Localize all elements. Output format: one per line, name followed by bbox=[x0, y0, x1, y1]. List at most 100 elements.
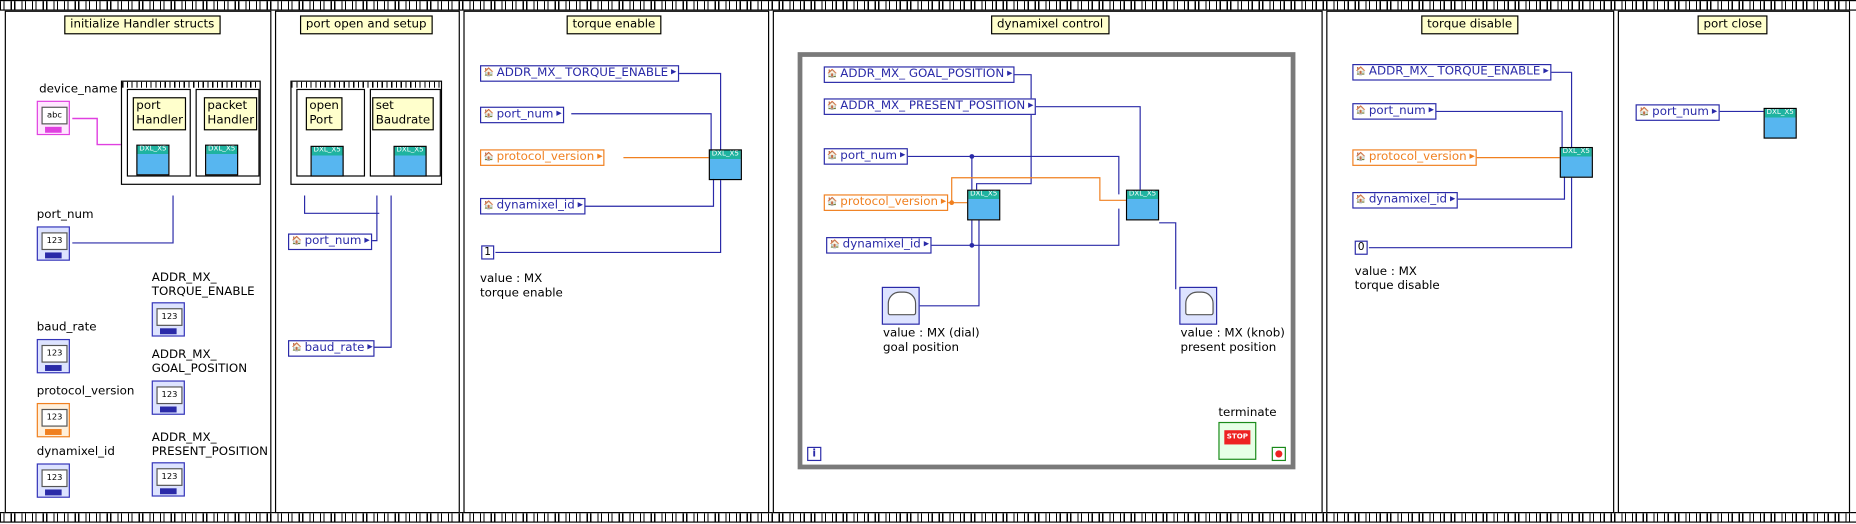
vi-write2b[interactable]: DXL_X5 bbox=[967, 189, 1001, 221]
label-dynamixel-id: dynamixel_id bbox=[36, 445, 115, 459]
vi-open-port-top: DXL_X5 bbox=[313, 145, 341, 155]
control-baud-rate[interactable]: 123 bbox=[36, 338, 70, 374]
label-addr-present: ADDR_MX_ PRESENT_POSITION bbox=[151, 431, 269, 459]
control-addr-goal[interactable]: 123 bbox=[151, 380, 185, 415]
stop-text: STOP bbox=[1224, 430, 1251, 445]
frame-title-dynamixel-control: dynamixel control bbox=[991, 15, 1110, 35]
const-addr-goal[interactable]: ADDR_MX_ GOAL_POSITION bbox=[823, 66, 1015, 83]
vi-write1b-td[interactable]: DXL_X5 bbox=[1559, 146, 1593, 178]
addr-present-value: 123 bbox=[156, 468, 183, 486]
const-port-num-c[interactable]: port_num bbox=[823, 148, 908, 165]
junction-1 bbox=[969, 154, 975, 159]
control-port-num[interactable]: 123 bbox=[36, 226, 70, 261]
const-value-td[interactable]: 0 bbox=[1354, 240, 1368, 255]
wire-port-num-f1 bbox=[72, 195, 174, 244]
label-terminate: terminate bbox=[1218, 406, 1277, 420]
control-addr-torque[interactable]: 123 bbox=[151, 302, 185, 337]
frame-port-close[interactable] bbox=[1617, 10, 1851, 514]
wire-ctrl-protocol2 bbox=[951, 177, 1126, 203]
control-dynamixel-id[interactable]: 123 bbox=[36, 463, 70, 498]
wire-knob bbox=[1159, 222, 1177, 290]
wire-td-port bbox=[1424, 110, 1563, 159]
const-dxl-id-td[interactable]: dynamixel_id bbox=[1352, 192, 1458, 209]
loop-iteration-icon: i bbox=[807, 446, 822, 462]
top-film-strip bbox=[0, 0, 1856, 11]
vi-port-handler-top: DXL_X5 bbox=[139, 144, 167, 153]
control-addr-present[interactable]: 123 bbox=[151, 462, 185, 497]
port-num-value: 123 bbox=[41, 232, 68, 251]
label-dial: value : MX (dial) goal position bbox=[882, 327, 980, 355]
const-dxl-id-te[interactable]: dynamixel_id bbox=[480, 197, 586, 215]
vi-set-baudrate-top: DXL_X5 bbox=[396, 145, 424, 155]
frame-torque-enable[interactable] bbox=[463, 10, 770, 514]
device-name-value: abc bbox=[41, 106, 68, 125]
const-protocol-td[interactable]: protocol_version bbox=[1352, 149, 1478, 166]
vi-write2b-top: DXL_X5 bbox=[970, 189, 998, 198]
vi-port-handler[interactable]: DXL_X5 bbox=[136, 144, 170, 176]
frame-title-torque-enable: torque enable bbox=[566, 15, 662, 35]
dial-goal-position[interactable] bbox=[881, 286, 920, 325]
frame-title-initialize: initialize Handler structs bbox=[64, 15, 221, 35]
wire-goal-addr bbox=[976, 74, 1032, 190]
dynamixel-id-value: 123 bbox=[41, 469, 68, 488]
const-port-num-close[interactable]: port_num bbox=[1635, 104, 1720, 121]
vi-close-port[interactable]: DXL_X5 bbox=[1763, 107, 1797, 139]
label-protocol-version: protocol_version bbox=[36, 385, 135, 399]
wire-te-addr bbox=[660, 72, 722, 152]
baud-rate-value: 123 bbox=[41, 344, 68, 363]
const-port-num-f2[interactable]: port_num bbox=[288, 233, 373, 251]
const-port-num-te[interactable]: port_num bbox=[480, 106, 565, 124]
wire-td-addr bbox=[1532, 71, 1573, 150]
label-addr-goal: ADDR_MX_ GOAL_POSITION bbox=[151, 348, 248, 376]
const-dxl-id-c[interactable]: dynamixel_id bbox=[826, 237, 932, 254]
protocol-version-value: 123 bbox=[41, 408, 68, 427]
const-port-num-td[interactable]: port_num bbox=[1352, 103, 1437, 120]
frame-title-port-open: port open and setup bbox=[299, 15, 433, 35]
wire-td-val bbox=[1368, 177, 1573, 249]
frame-torque-disable[interactable] bbox=[1326, 10, 1615, 514]
label-addr-torque: ADDR_MX_ TORQUE_ENABLE bbox=[151, 271, 255, 299]
addr-torque-value: 123 bbox=[156, 308, 183, 326]
vi-write1b-te-top: DXL_X5 bbox=[711, 149, 739, 158]
junction-3 bbox=[949, 200, 955, 206]
while-loop[interactable] bbox=[797, 52, 1296, 470]
const-addr-torque-td[interactable]: ADDR_MX_ TORQUE_ENABLE bbox=[1352, 64, 1552, 81]
wire-te-val bbox=[495, 180, 722, 254]
wire-f2-a bbox=[304, 195, 380, 214]
vi-read2b-top: DXL_X5 bbox=[1128, 189, 1157, 198]
junction-2 bbox=[969, 242, 975, 248]
vi-open-port[interactable]: DXL_X5 bbox=[310, 145, 344, 177]
vi-packet-handler[interactable]: DXL_X5 bbox=[205, 144, 239, 176]
knob-present-position[interactable] bbox=[1179, 286, 1218, 325]
label-open-port: open Port bbox=[305, 97, 343, 131]
label-device-name: device_name bbox=[39, 82, 118, 97]
wire-te-id bbox=[573, 170, 715, 207]
vi-read2b[interactable]: DXL_X5 bbox=[1125, 189, 1160, 221]
wire-dial bbox=[905, 220, 980, 307]
wire-td-id bbox=[1443, 168, 1566, 200]
const-value-te[interactable]: 1 bbox=[481, 245, 495, 260]
stop-terminal-icon bbox=[1271, 446, 1286, 462]
wire-present-addr bbox=[1016, 106, 1141, 190]
note-torque-disable: value : MX torque disable bbox=[1354, 265, 1440, 293]
label-set-baudrate: set Baudrate bbox=[372, 97, 434, 131]
wire-id-c bbox=[919, 208, 1120, 246]
label-port-num: port_num bbox=[36, 208, 94, 222]
note-torque-enable: value : MX torque enable bbox=[480, 272, 563, 300]
stop-button[interactable]: STOP bbox=[1218, 421, 1257, 460]
frame-title-port-close: port close bbox=[1697, 15, 1768, 35]
vi-write1b-te[interactable]: DXL_X5 bbox=[708, 149, 742, 181]
const-addr-present[interactable]: ADDR_MX_ PRESENT_POSITION bbox=[823, 98, 1036, 115]
const-protocol-te[interactable]: protocol_version bbox=[480, 149, 605, 166]
control-device-name[interactable]: abc bbox=[36, 100, 70, 136]
vi-set-baudrate[interactable]: DXL_X5 bbox=[393, 145, 427, 177]
const-protocol-c[interactable]: protocol_version bbox=[823, 194, 949, 211]
const-baud-rate-f2[interactable]: baud_rate bbox=[288, 340, 376, 357]
wire-device-name bbox=[72, 117, 124, 146]
control-protocol-version[interactable]: 123 bbox=[36, 402, 70, 438]
const-addr-torque-te[interactable]: ADDR_MX_ TORQUE_ENABLE bbox=[480, 65, 679, 82]
label-knob: value : MX (knob) present position bbox=[1180, 327, 1285, 355]
addr-goal-value: 123 bbox=[156, 386, 183, 405]
vi-write1b-td-top: DXL_X5 bbox=[1562, 146, 1590, 156]
